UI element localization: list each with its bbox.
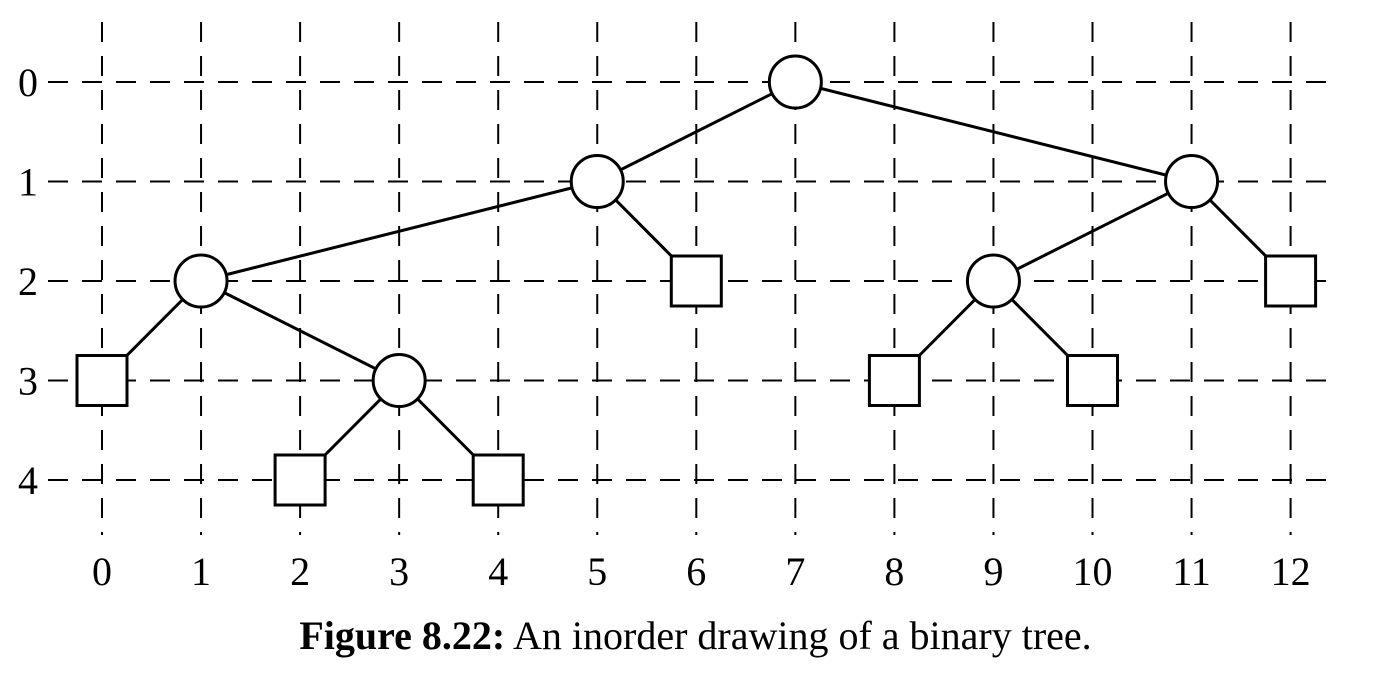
- external-node-8-3: [867, 354, 921, 407]
- external-node-2-4: [273, 453, 327, 507]
- external-node-6-2: [669, 254, 723, 308]
- internal-node-5-1: [569, 154, 625, 209]
- y-tick-label: 0: [18, 60, 38, 105]
- caption-label: Figure 8.22:: [299, 613, 506, 658]
- x-tick-label: 11: [1172, 549, 1211, 594]
- y-tick-label: 1: [18, 160, 38, 205]
- x-tick-label: 10: [1073, 549, 1113, 594]
- internal-node-7-0: [767, 54, 823, 110]
- edge-n5-n1: [200, 180, 598, 283]
- internal-node-3-3: [371, 353, 427, 408]
- x-tick-label: 12: [1271, 549, 1311, 594]
- internal-node-1-2: [173, 253, 229, 309]
- x-tick-label: 4: [488, 549, 508, 594]
- x-tick-label: 1: [191, 549, 211, 594]
- external-node-12-2: [1264, 254, 1318, 308]
- x-tick-label: 3: [389, 549, 409, 594]
- x-tick-label: 6: [686, 549, 706, 594]
- external-node-4-4: [471, 453, 525, 507]
- x-tick-label: 8: [884, 549, 904, 594]
- y-tick-label: 2: [18, 259, 38, 304]
- external-node-10-3: [1066, 354, 1119, 407]
- nodes: [75, 54, 1318, 507]
- figure-caption: Figure 8.22: An inorder drawing of a bin…: [0, 608, 1391, 664]
- x-tick-label: 7: [785, 549, 805, 594]
- edge-n11-n9: [992, 180, 1193, 283]
- internal-node-11-1: [1164, 154, 1220, 209]
- internal-node-9-2: [965, 253, 1021, 309]
- edge-n1-n3: [200, 279, 400, 382]
- edge-n7-n11: [794, 80, 1192, 183]
- x-tick-label: 5: [587, 549, 607, 594]
- edge-n7-n5: [596, 80, 797, 183]
- y-tick-label: 3: [18, 359, 38, 404]
- y-tick-label: 4: [18, 458, 38, 503]
- x-tick-label: 2: [290, 549, 310, 594]
- x-tick-label: 0: [92, 549, 112, 594]
- caption-text: An inorder drawing of a binary tree.: [505, 613, 1092, 658]
- x-tick-label: 9: [983, 549, 1003, 594]
- external-node-0-3: [75, 354, 129, 407]
